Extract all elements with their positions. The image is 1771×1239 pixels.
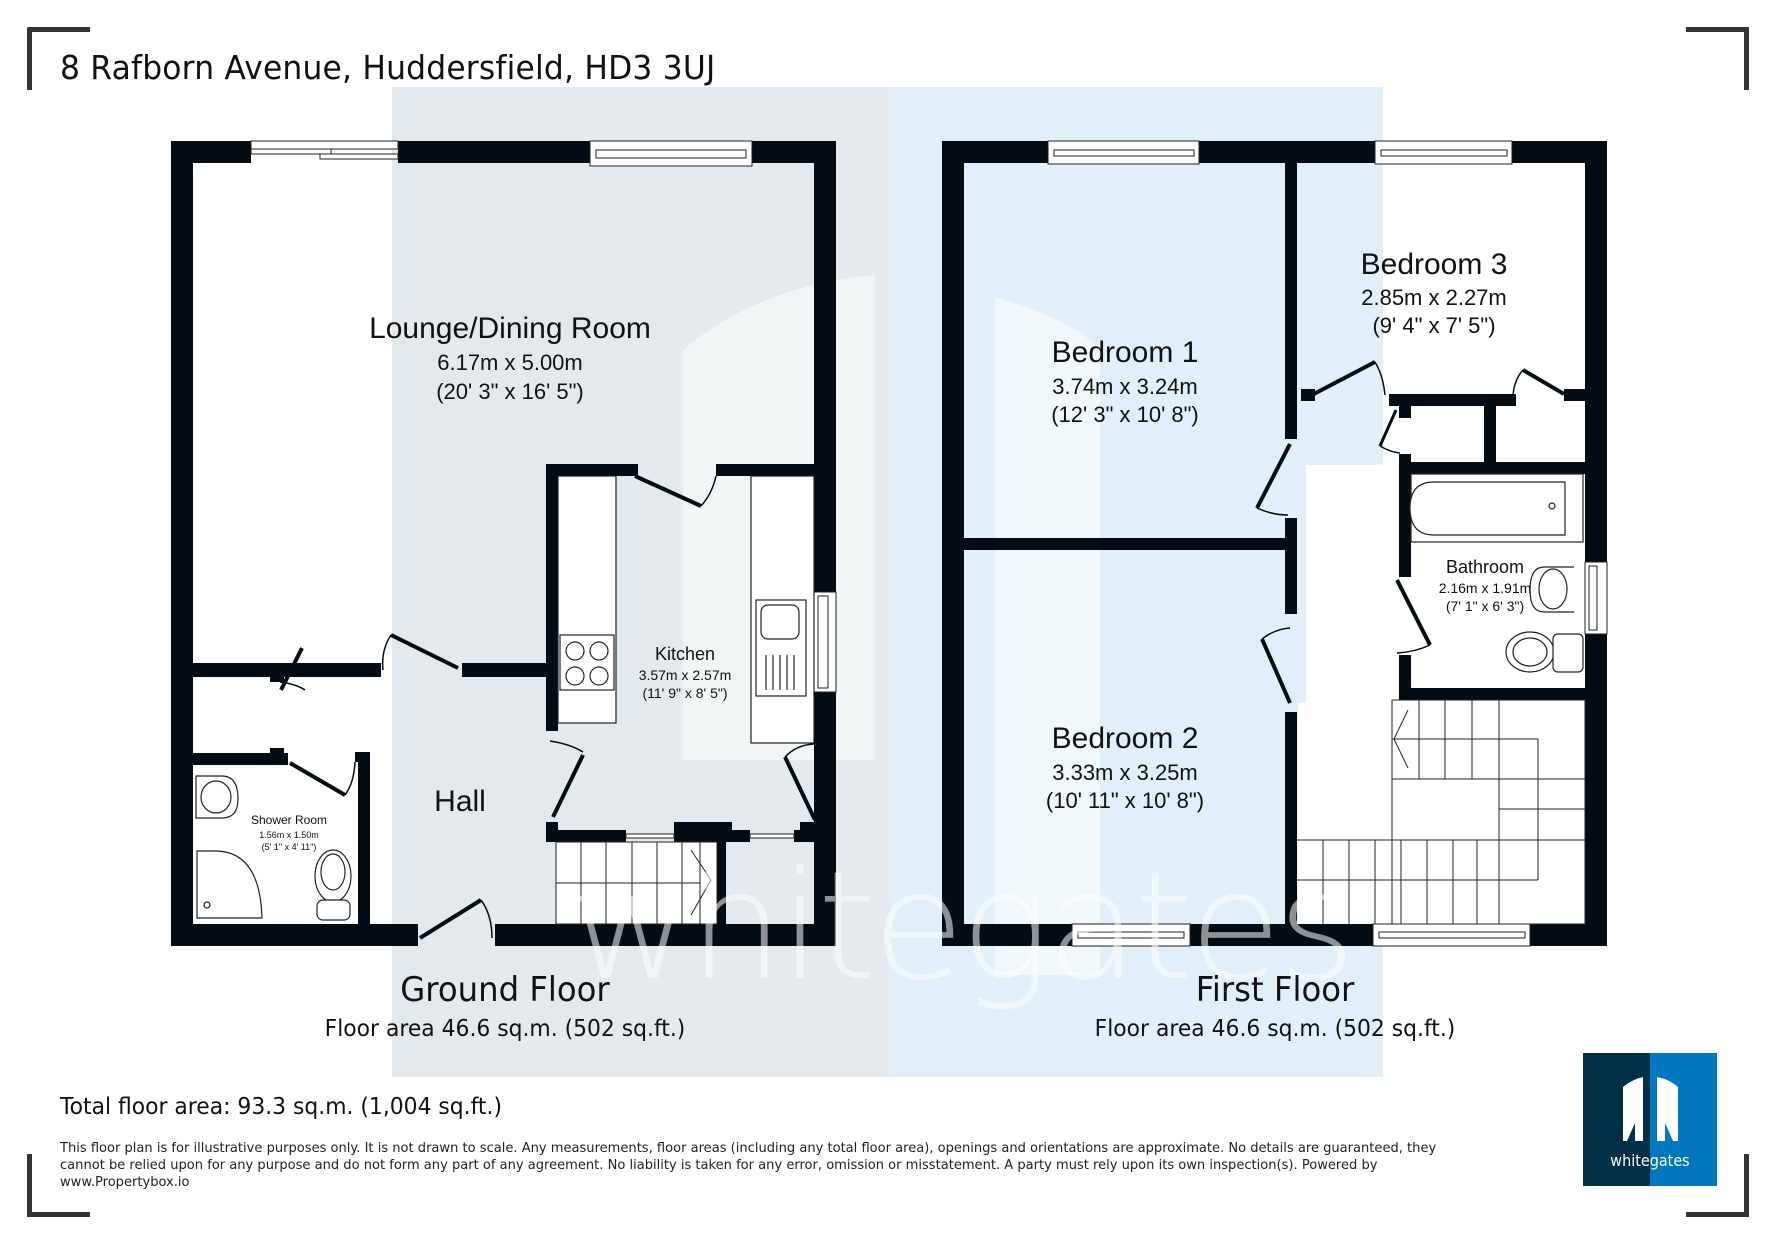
room-imperial-bedroom-3: (9' 4" x 7' 5") [1372, 313, 1495, 338]
room-name-bedroom-1: Bedroom 1 [1052, 336, 1199, 369]
disclaimer-text: This floor plan is for illustrative purp… [60, 1140, 1437, 1190]
room-imperial-bathroom: (7' 1" x 6' 3") [1446, 598, 1524, 614]
property-address: 8 Rafborn Avenue, Huddersfield, HD3 3UJ [60, 48, 716, 87]
ground-floor-plan [171, 140, 837, 946]
room-labels: Lounge/Dining Room 6.17m x 5.00m (20' 3"… [251, 248, 1531, 852]
room-metric-bedroom-1: 3.74m x 3.24m [1052, 374, 1198, 399]
room-imperial-bedroom-1: (12' 3" x 10' 8") [1051, 402, 1199, 427]
room-metric-kitchen: 3.57m x 2.57m [639, 667, 732, 683]
room-name-bedroom-2: Bedroom 2 [1052, 722, 1199, 755]
room-metric-shower: 1.56m x 1.50m [259, 830, 319, 840]
corner-mark-top-left [27, 27, 90, 90]
room-metric-bedroom-3: 2.85m x 2.27m [1361, 285, 1507, 310]
whitegates-logo: whitegates [1583, 1053, 1717, 1186]
watermark-logo-icon [683, 275, 1100, 975]
room-name-shower: Shower Room [251, 813, 327, 827]
corner-mark-bottom-left [27, 1154, 90, 1217]
room-metric-bathroom: 2.16m x 1.91m [1439, 580, 1532, 596]
first-floor-area: Floor area 46.6 sq.m. (502 sq.ft.) [1094, 1016, 1456, 1042]
room-name-kitchen: Kitchen [655, 644, 715, 664]
first-floor-plan [942, 140, 1608, 947]
room-metric-lounge: 6.17m x 5.00m [437, 350, 583, 375]
room-name-lounge: Lounge/Dining Room [369, 312, 651, 345]
logo-gates-icon [1623, 1077, 1678, 1141]
room-imperial-shower: (5' 1" x 4' 11") [262, 842, 317, 852]
room-imperial-lounge: (20' 3" x 16' 5") [436, 379, 584, 404]
ground-floor-title: Ground Floor [400, 970, 610, 1010]
first-floor-title: First Floor [1195, 970, 1355, 1010]
room-imperial-bedroom-2: (10' 11" x 10' 8") [1046, 788, 1204, 813]
ground-floor-area: Floor area 46.6 sq.m. (502 sq.ft.) [324, 1016, 686, 1042]
room-imperial-kitchen: (11' 9" x 8' 5") [642, 685, 727, 701]
room-name-bathroom: Bathroom [1446, 557, 1524, 577]
total-floor-area: Total floor area: 93.3 sq.m. (1,004 sq.f… [60, 1094, 502, 1120]
logo-text: whitegates [1610, 1151, 1690, 1170]
corner-mark-top-right [1686, 27, 1749, 90]
room-metric-bedroom-2: 3.33m x 3.25m [1052, 760, 1198, 785]
room-name-hall: Hall [434, 785, 486, 818]
room-name-bedroom-3: Bedroom 3 [1361, 248, 1508, 281]
corner-mark-bottom-right [1686, 1154, 1749, 1217]
